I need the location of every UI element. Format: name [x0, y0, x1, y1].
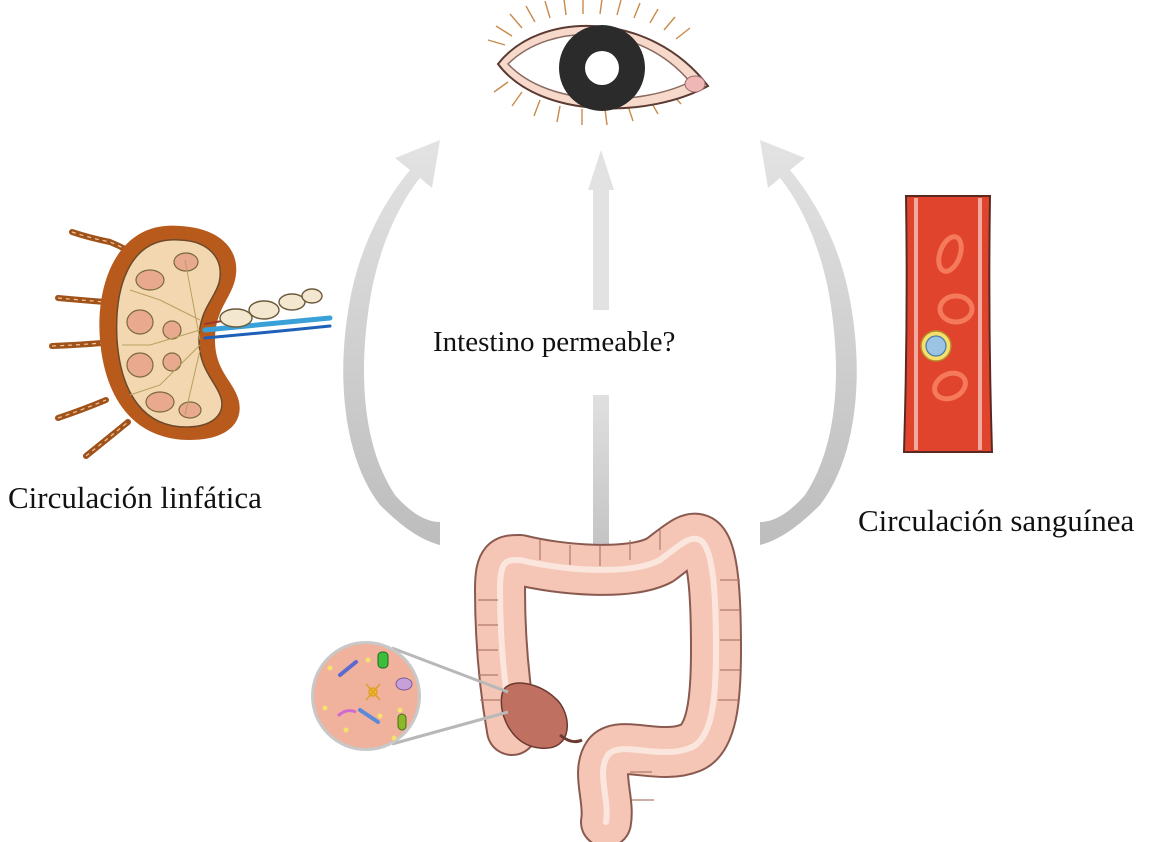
lymphatic-circulation-label: Circulación linfática: [8, 480, 262, 516]
center-label: Intestino permeable?: [433, 326, 675, 359]
blood-circulation-label: Circulación sanguínea: [858, 503, 1134, 539]
blood-vessel-icon: [904, 196, 992, 452]
eye-icon: [488, 0, 708, 125]
lymph-node-icon: [52, 226, 330, 456]
intestine-icon: [478, 530, 740, 822]
arrow-right-curved: [760, 140, 857, 545]
arrow-left-curved: [343, 140, 440, 545]
white-blood-cell: [921, 331, 951, 361]
